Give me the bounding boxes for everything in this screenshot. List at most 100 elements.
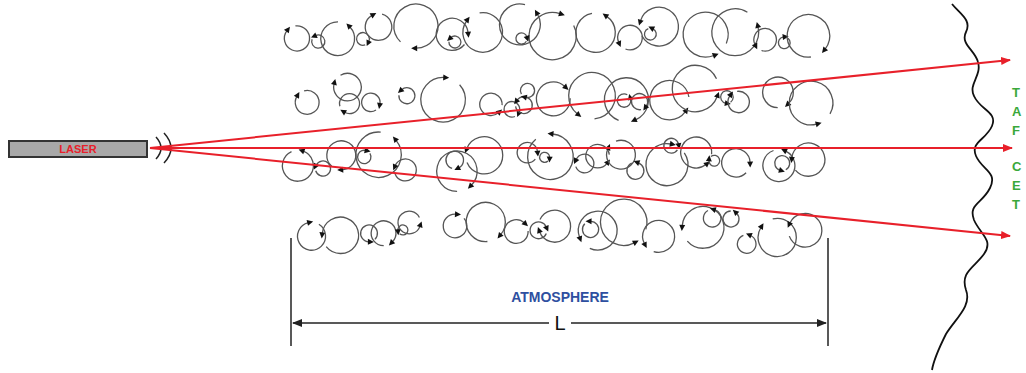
eddy-arc — [466, 202, 505, 241]
cut-off-letter: F — [1012, 124, 1020, 137]
eddy-arrowhead — [294, 92, 300, 99]
cut-off-letter: T — [1012, 86, 1020, 99]
eddy-arrowhead — [575, 111, 582, 117]
eddy-arrowhead — [679, 225, 685, 231]
eddy-arrowhead — [815, 122, 822, 128]
eddy-arrowhead — [514, 98, 520, 105]
cut-off-letter: E — [1012, 179, 1021, 192]
laser-box: LASER — [8, 140, 148, 158]
eddy-arc — [703, 210, 721, 227]
eddy-arrowhead — [454, 165, 461, 170]
eddy-arrowhead — [746, 233, 753, 239]
eddy-arrowhead — [537, 227, 543, 234]
distorted-wavefront — [932, 4, 993, 370]
eddy-arc — [643, 220, 675, 252]
eddy-arc — [712, 9, 759, 56]
eddy-arrowhead — [468, 182, 474, 188]
eddy-arrowhead — [822, 47, 828, 54]
eddy-arc — [672, 65, 717, 111]
eddy-arrowhead — [522, 220, 529, 226]
eddy-arrowhead — [417, 221, 423, 228]
eddy-arrowhead — [752, 43, 757, 50]
eddy-arc — [437, 151, 477, 191]
eddy-arc — [664, 138, 679, 153]
eddy-arc — [284, 26, 309, 51]
eddy-arrowhead — [706, 155, 712, 161]
eddy-arc — [683, 12, 728, 57]
eddy-arc — [578, 211, 617, 250]
eddy-arrowhead — [788, 221, 793, 228]
cut-off-letter: T — [1012, 198, 1020, 211]
eddy-arrowhead — [370, 13, 377, 19]
eddy-arrowhead — [521, 95, 528, 101]
eddy-arrowhead — [340, 110, 347, 116]
eddy-arrowhead — [755, 22, 761, 29]
eddy-arc — [641, 7, 679, 46]
eddy-arc — [789, 81, 833, 125]
eddy-arrowhead — [464, 17, 470, 24]
eddy-arrowhead — [616, 40, 622, 47]
eddy-arc — [358, 150, 371, 163]
eddy-arc — [627, 163, 644, 179]
eddy-arrowhead — [747, 162, 753, 168]
eddy-arc — [528, 134, 574, 180]
eddy-arrowhead — [631, 117, 638, 123]
eddy-arrowhead — [548, 131, 554, 137]
eddy-arrowhead — [669, 141, 675, 147]
eddy-arrowhead — [562, 84, 568, 90]
eddy-arc — [646, 144, 688, 186]
eddy-arc — [737, 235, 756, 253]
eddy-arrowhead — [498, 232, 504, 239]
eddy-arrowhead — [781, 149, 788, 154]
eddy-arc — [321, 22, 355, 56]
eddy-arrowhead — [558, 11, 565, 17]
eddy-arrowhead — [455, 211, 461, 217]
eddy-arrowhead — [307, 220, 314, 226]
eddy-arc — [504, 220, 528, 244]
eddy-arc — [398, 211, 420, 234]
eddy-arc — [644, 29, 656, 40]
eddy-arc — [601, 199, 647, 245]
eddy-arc — [499, 4, 540, 45]
eddy-arrowhead — [634, 160, 641, 166]
eddy-arrowhead — [311, 32, 318, 38]
eddy-arc — [576, 13, 615, 52]
eddy-arrowhead — [393, 164, 399, 171]
eddy-arrowhead — [714, 92, 720, 99]
eddy-arrowhead — [727, 92, 733, 99]
eddy-arc — [607, 140, 636, 169]
eddy-arrowhead — [465, 32, 471, 38]
eddy-arrowhead — [299, 149, 306, 155]
eddy-arrowhead — [398, 87, 405, 93]
eddy-arrowhead — [603, 14, 610, 20]
eddy-arc — [298, 223, 326, 251]
laser-label: LASER — [59, 144, 96, 155]
eddy-arc — [763, 151, 795, 182]
eddy-arc — [361, 225, 378, 242]
eddy-arrowhead — [367, 39, 372, 46]
eddy-arrowhead — [586, 218, 592, 224]
eddy-arrowhead — [785, 101, 791, 107]
eddy-arrowhead — [710, 207, 717, 213]
eddy-arrowhead — [778, 167, 785, 173]
eddy-arc — [536, 82, 570, 116]
cut-off-letter: A — [1012, 105, 1021, 118]
eddy-arc — [540, 210, 571, 242]
dimension-bracket — [291, 238, 828, 346]
eddy-arrowhead — [346, 23, 352, 29]
eddy-arc — [467, 137, 503, 174]
eddy-arrowhead — [712, 53, 719, 59]
eddy-arrowhead — [377, 103, 383, 110]
eddy-arrowhead — [574, 157, 579, 164]
eddy-arrowhead — [447, 35, 454, 41]
eddy-arrowhead — [389, 239, 395, 245]
eddy-arc — [322, 217, 358, 253]
eddy-arc — [529, 13, 576, 60]
eddy-arc — [787, 15, 830, 58]
eddy-arc — [421, 77, 466, 122]
eddy-arc — [650, 80, 689, 119]
eddy-arc — [365, 14, 392, 40]
eddy-arc — [282, 151, 313, 181]
eddy-arc — [576, 154, 594, 173]
